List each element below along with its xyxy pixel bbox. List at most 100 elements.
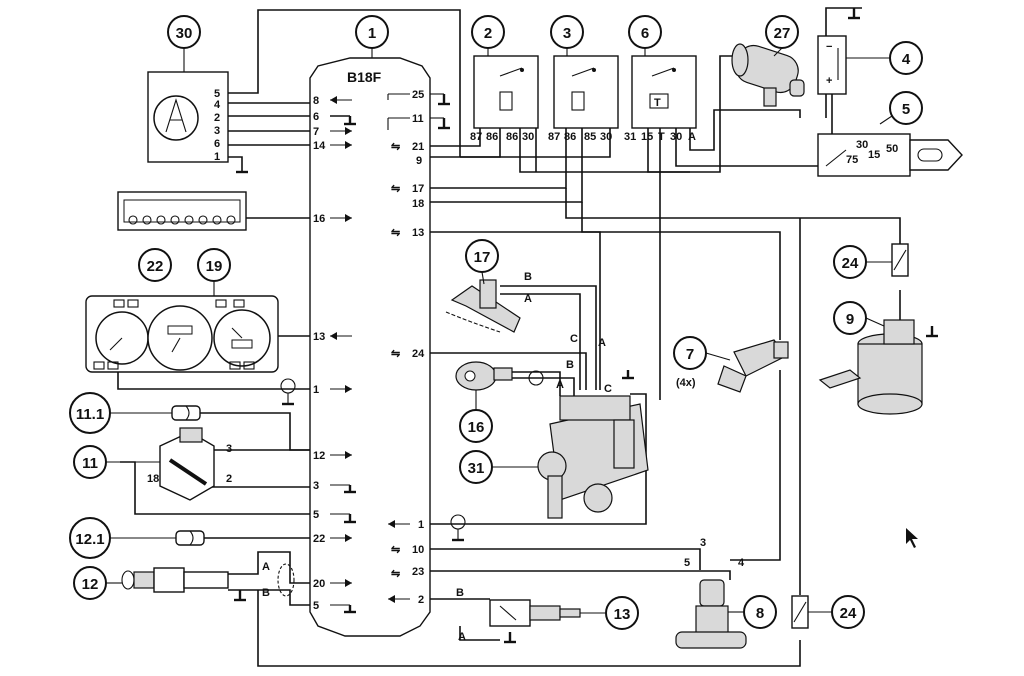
temp-conn-A: A	[458, 631, 466, 643]
component-12-lambda-sensor: A B	[121, 561, 295, 602]
relay3-pin-85: 85	[584, 131, 596, 143]
callout-12: 12	[73, 566, 122, 600]
callout-22: 22	[138, 248, 172, 282]
callout-2: 2	[471, 15, 505, 56]
ecu-bidir-arrow-17: ⇋	[391, 183, 400, 195]
component-17-crank-sensor: B A	[445, 271, 597, 390]
svg-text:7: 7	[686, 346, 694, 363]
svg-text:2: 2	[484, 25, 492, 42]
relay-2: 87 86 86 30	[470, 55, 539, 143]
comp8-pin-5: 5	[684, 557, 690, 569]
component-19-instrument-cluster	[85, 295, 279, 373]
callout-3: 3	[550, 15, 584, 56]
svg-text:30: 30	[176, 25, 193, 42]
ign-terminal-30: 30	[856, 139, 868, 151]
relay6-pin-30: 30	[670, 131, 682, 143]
ecu-right-arrows: ⇋ ⇋ ⇋ ⇋ ⇋ ⇋	[387, 93, 450, 603]
svg-text:1: 1	[368, 25, 376, 42]
svg-text:24: 24	[840, 605, 857, 622]
component-11-throttle-switch: 3 18 2	[120, 427, 232, 501]
battery-minus: −	[826, 41, 832, 53]
ecu-pin-9: 9	[416, 155, 422, 167]
ecu-pin-11: 11	[412, 113, 424, 125]
ecu-pin-2: 2	[418, 594, 424, 606]
component-27-fuel-pump	[731, 43, 805, 107]
ecu-pin-12: 12	[313, 450, 325, 462]
comp30-pin-5: 5	[214, 88, 220, 100]
crank-conn-B: B	[524, 271, 532, 283]
component-30-ignition-module: 5 4 2 3 6 1	[147, 71, 248, 174]
component-22-display	[117, 191, 247, 231]
ign-terminal-15: 15	[868, 149, 880, 161]
ecu-pin-22: 22	[313, 533, 325, 545]
svg-text:31: 31	[468, 460, 485, 477]
temp-conn-B: B	[456, 587, 464, 599]
callout-9: 9	[833, 301, 885, 335]
relay3-pin-86: 86	[564, 131, 576, 143]
ecu-pin-7: 7	[313, 126, 319, 138]
callout-17: 17	[465, 239, 499, 285]
component-13-temp-sensor: B A	[456, 587, 581, 644]
callout-30: 30	[167, 15, 201, 72]
relay2-pin-30: 30	[522, 131, 534, 143]
svg-text:12.1: 12.1	[75, 531, 104, 548]
comp30-pin-6: 6	[214, 138, 220, 150]
shield-taps	[280, 370, 544, 542]
battery-plus: +	[826, 75, 832, 87]
ecu-pin-6: 6	[313, 111, 319, 123]
callout-24-lower: 24	[808, 595, 865, 629]
component-8-idle-valve: 3 5 4	[675, 537, 747, 649]
component-24-fuse-lower	[791, 595, 809, 629]
svg-text:8: 8	[756, 605, 764, 622]
svg-text:17: 17	[474, 249, 491, 266]
svg-text:27: 27	[774, 25, 791, 42]
ign-terminal-50: 50	[886, 143, 898, 155]
callout-1: 1	[355, 15, 389, 58]
ecu-pin-13r: 13	[412, 227, 424, 239]
component-24-fuse-upper	[891, 243, 909, 277]
comp8-pin-3: 3	[700, 537, 706, 549]
ign-terminal-75: 75	[846, 154, 858, 166]
component-4-battery: − +	[817, 8, 860, 134]
component-16-knock-sensor: C B A A C	[455, 333, 634, 396]
svg-text:3: 3	[563, 25, 571, 42]
ecu-pin-25: 25	[412, 89, 424, 101]
ecu-pin-5a: 5	[313, 509, 319, 521]
callout-24-upper: 24	[833, 245, 892, 279]
ecu-pin-23: 23	[412, 566, 424, 578]
ecu-pin-20: 20	[313, 578, 325, 590]
callout-11: 11	[73, 445, 160, 479]
connector-11-1	[171, 405, 201, 421]
component-7-injector	[717, 339, 789, 393]
ecu-pin-1: 1	[313, 384, 319, 396]
ecu-bidir-arrow-10: ⇋	[391, 544, 400, 556]
relay-6: T 31 15 T 30 A	[624, 55, 697, 143]
callout-7: 7	[673, 336, 731, 370]
relay3-pin-87: 87	[548, 131, 560, 143]
connector-12-1	[175, 530, 205, 546]
comp31-conn-C: C	[604, 383, 612, 395]
component-31-ignition-unit	[537, 395, 649, 519]
comp30-pin-4: 4	[214, 99, 221, 111]
svg-text:11: 11	[82, 455, 98, 472]
svg-text:11.1: 11.1	[76, 406, 104, 423]
mouse-cursor-icon	[906, 528, 918, 548]
ecu-bidir-arrow-13: ⇋	[391, 227, 400, 239]
ecu24-conn-A: A	[598, 337, 606, 349]
sensor11-pin-2: 2	[226, 473, 232, 485]
relay2-pin-87: 87	[470, 131, 482, 143]
svg-text:4: 4	[902, 51, 911, 68]
ecu-pin-17: 17	[412, 183, 424, 195]
relay6-pin-31: 31	[624, 131, 636, 143]
callout-16: 16	[459, 390, 493, 443]
ecu-bidir-arrow-21: ⇋	[391, 141, 400, 153]
ecu-pin-8: 8	[313, 95, 319, 107]
svg-text:12: 12	[82, 576, 99, 593]
ecu-pin-21: 21	[412, 141, 424, 153]
callout-5: 5	[879, 91, 923, 125]
ecu-pin-1r: 1	[418, 519, 424, 531]
lambda-conn-A: A	[262, 561, 270, 573]
ecu-block: B18F	[309, 57, 431, 637]
sensor11-pin-3: 3	[226, 443, 232, 455]
